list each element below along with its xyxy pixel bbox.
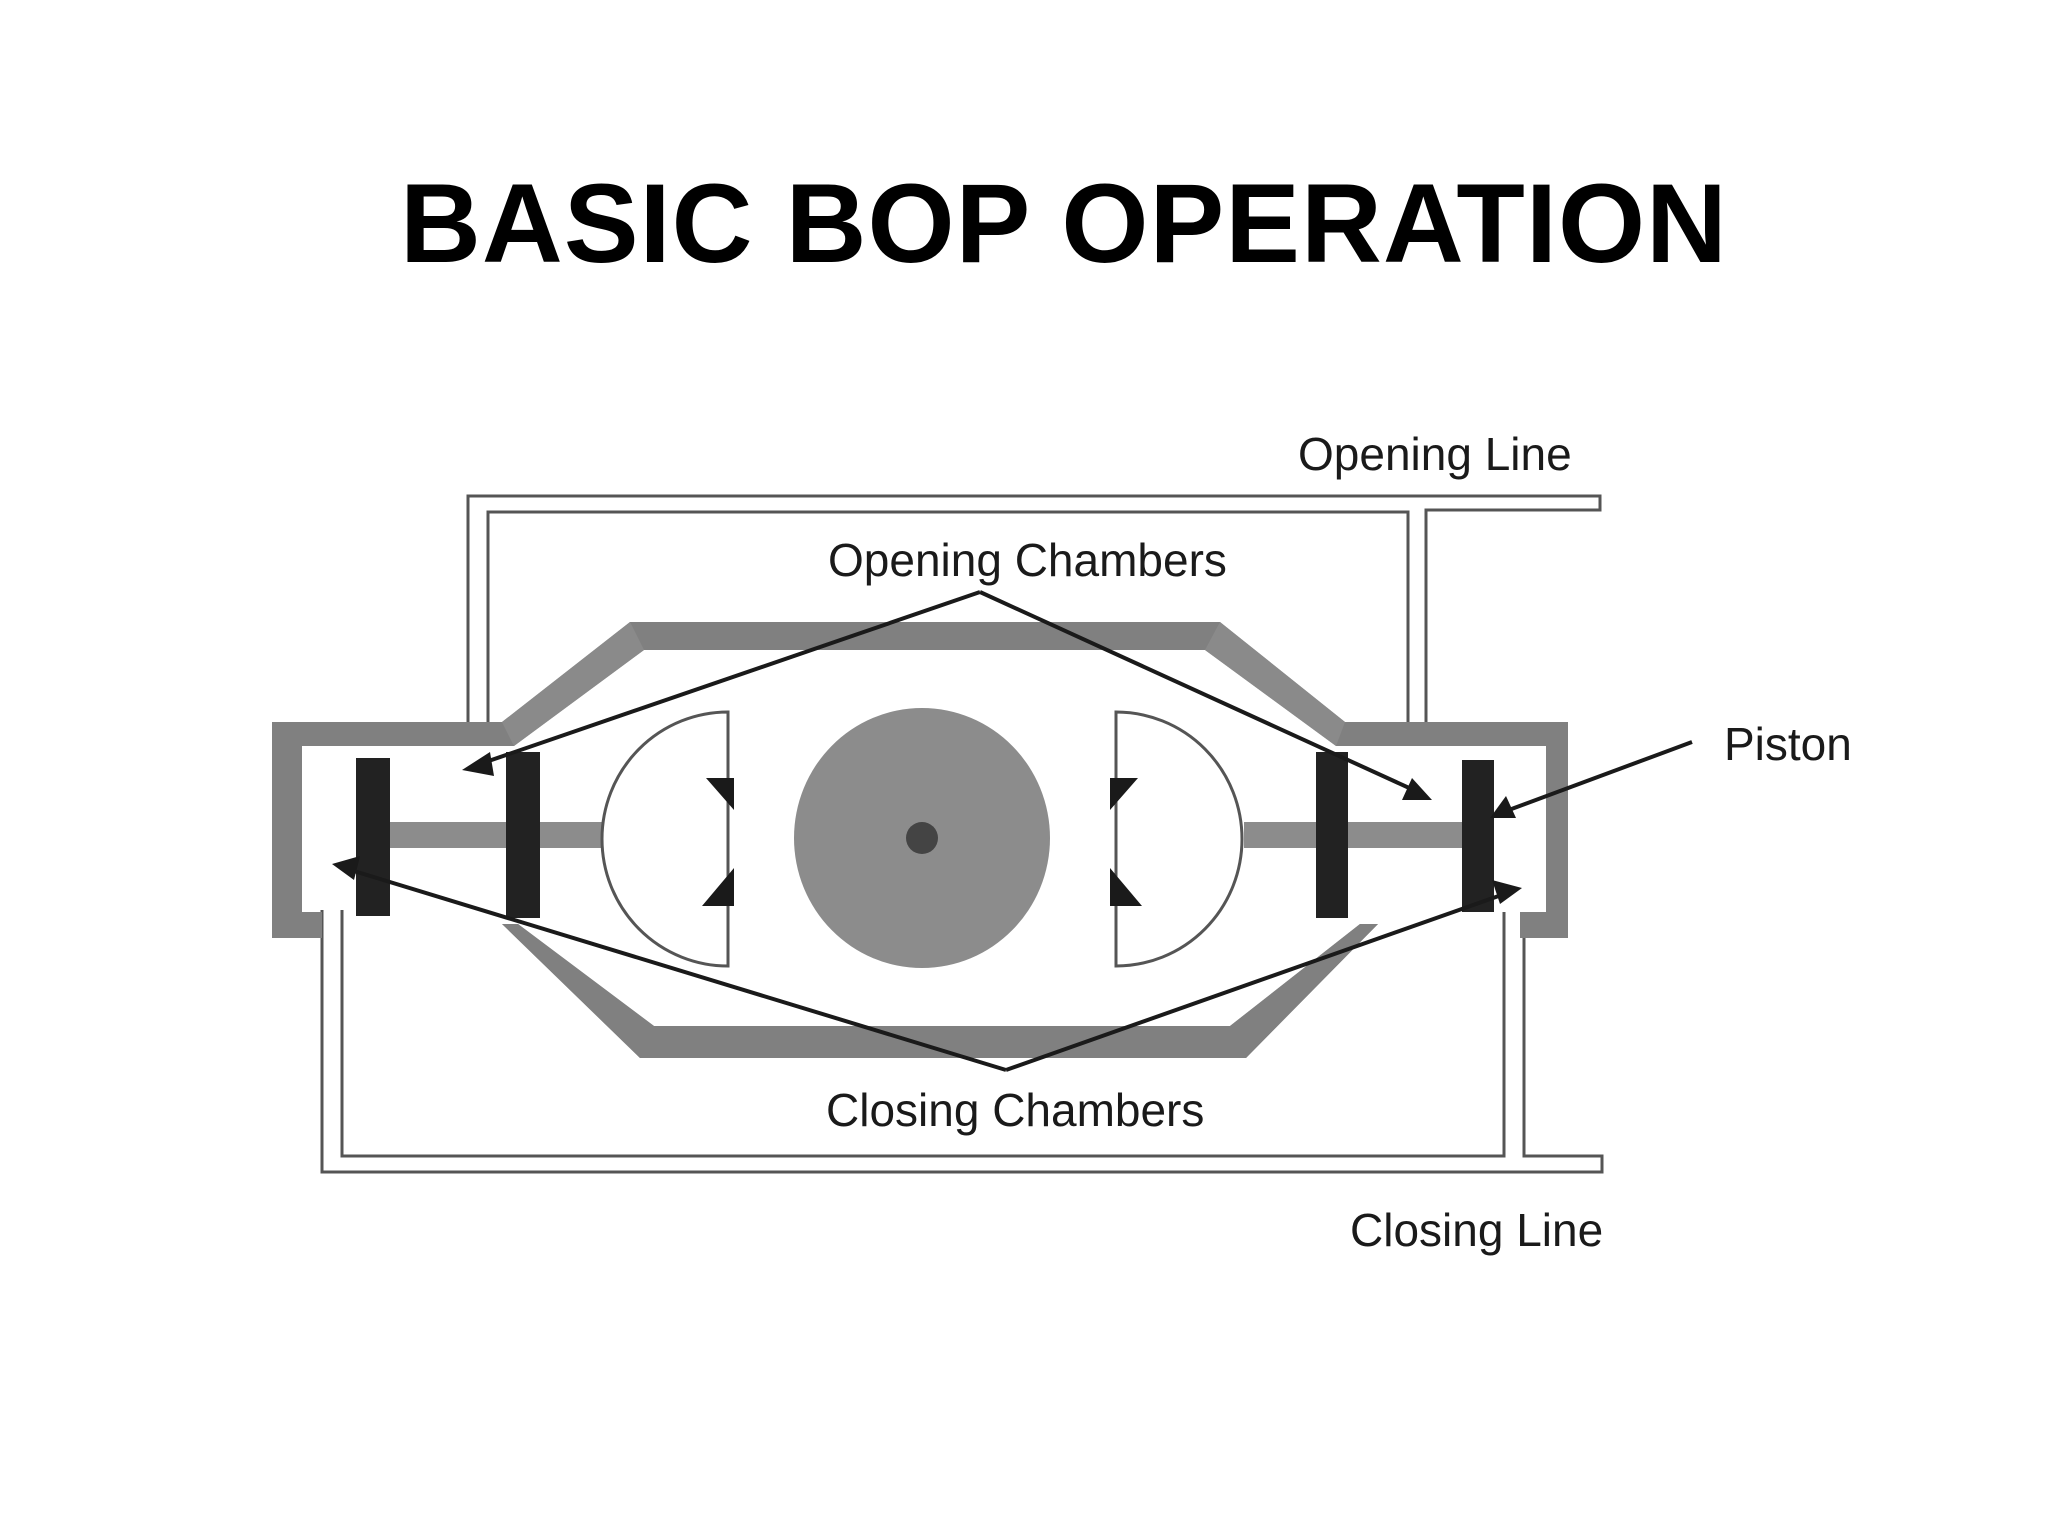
right-piston-rod [1244, 822, 1476, 848]
page-title: BASIC BOP OPERATION [400, 161, 1728, 286]
closing-chambers-pointers [343, 866, 1511, 1072]
opening-line-label: Opening Line [1298, 428, 1572, 480]
left-outer-piston [356, 758, 390, 916]
opening-chambers-pointers [473, 590, 1419, 794]
right-outer-piston [1462, 760, 1494, 912]
left-inner-piston [506, 752, 540, 918]
drill-pipe-center [906, 822, 938, 854]
opening-line-pipe [466, 494, 1602, 732]
piston-label: Piston [1724, 718, 1852, 770]
opening-chambers-label: Opening Chambers [828, 534, 1227, 586]
left-piston-rod [380, 822, 606, 848]
ram-seal-teeth [702, 778, 1142, 906]
arrow-heads [332, 752, 1522, 904]
left-ram-block [600, 710, 730, 968]
closing-line-pipe [320, 910, 1604, 1174]
piston-pointer [1497, 740, 1693, 816]
closing-line-label: Closing Line [1350, 1204, 1603, 1256]
right-inner-piston [1316, 752, 1348, 918]
closing-chambers-label: Closing Chambers [826, 1084, 1204, 1136]
right-ram-block [1114, 710, 1244, 968]
bop-body [272, 622, 1568, 1058]
